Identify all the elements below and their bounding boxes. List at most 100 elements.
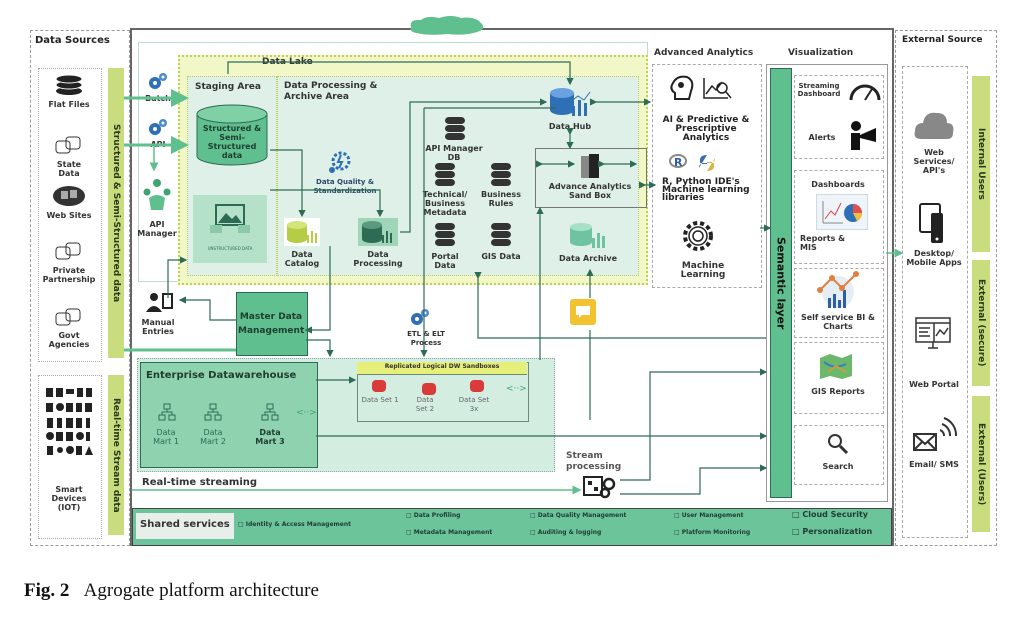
- external-source-title: External Source: [902, 35, 983, 45]
- mdm-to-sandbox: [306, 339, 334, 358]
- stream-to-search: [620, 464, 768, 495]
- external-secure-bar: External (secure): [972, 260, 990, 386]
- data-mart-2: Data Mart 2: [200, 428, 226, 446]
- red-db-icon: [470, 380, 484, 392]
- structured-sources-group: [38, 68, 102, 362]
- data-archive-icon: [568, 220, 608, 250]
- sandboxes-title: Replicated Logical DW Sandboxes: [384, 363, 500, 370]
- etl-line: [424, 107, 556, 356]
- stream-to-viz: [620, 368, 768, 481]
- source-private-partnership: Private Partnership: [42, 266, 96, 284]
- stream-processing-label: Stream processing: [566, 451, 622, 472]
- web-portal-icon: [914, 316, 952, 352]
- external-users-bar: External (Users): [972, 396, 990, 532]
- internal-users-bar: Internal Users: [972, 76, 990, 252]
- data-quality-label: Data Quality & Standardization: [313, 178, 377, 195]
- data-mart-icon: [260, 402, 280, 424]
- manual-to-staging: [167, 256, 188, 298]
- server-icon: [580, 154, 602, 180]
- self-service-label: Self service BI & Charts: [800, 313, 876, 331]
- bi-charts-icon: [812, 270, 864, 310]
- streaming-alerts-group: [794, 75, 884, 159]
- shared-services-title: Shared services: [140, 519, 230, 530]
- gis-data-label: GIS Data: [481, 252, 521, 261]
- connectors: [124, 61, 904, 495]
- python-icon: [698, 154, 716, 172]
- svg-text:R: R: [674, 156, 683, 169]
- data-hub-icon: [548, 86, 592, 118]
- email-sms-label: Email/ SMS: [909, 460, 959, 469]
- streaming-dashboard-label: Streaming Dashboard: [797, 82, 841, 98]
- shared-services-bar: [132, 508, 892, 546]
- tech-metadata-db-icon: [434, 162, 456, 188]
- expand-arrows-icon: <··>: [296, 408, 317, 418]
- red-db-icon: [422, 383, 436, 395]
- data-archive-label: Data Archive: [558, 254, 617, 263]
- database-icon: [52, 240, 86, 262]
- structured-data-cylinder: [196, 104, 268, 166]
- external-source-panel: [895, 30, 997, 546]
- source-smart-devices: Smart Devices (IOT): [51, 485, 87, 512]
- message-icon: [570, 299, 596, 325]
- processing-to-hub: [400, 98, 548, 233]
- etl-label: ETL & ELT Process: [407, 330, 445, 347]
- service-auditing: □ Auditing & logging: [530, 529, 602, 536]
- gauge-icon: [848, 80, 882, 102]
- r-language-icon: R: [669, 154, 687, 170]
- processing-to-mdm: [304, 246, 331, 334]
- cloud-icon: [407, 15, 487, 35]
- master-data-label: Master Data Management: [238, 312, 305, 336]
- gis-reports-group: [794, 342, 884, 414]
- structured-bar: Structured & Semi-Structured data: [108, 68, 124, 358]
- data-hub-label: Data Hub: [548, 122, 592, 131]
- unstructured-data-label: UNSTRUCTURED DATA: [207, 246, 253, 251]
- iot-devices-icon: [44, 385, 94, 457]
- search-label: Search: [822, 462, 854, 471]
- dashboard-chart-icon: [816, 194, 868, 230]
- ai-head-icon: [668, 74, 696, 102]
- api-manager-db-label: API Manager DB: [425, 144, 483, 162]
- portal-data-label: Portal Data: [431, 252, 459, 270]
- service-user-management: □ User Management: [674, 512, 744, 519]
- data-mart-icon: [203, 402, 223, 424]
- web-portal-label: Web Portal: [909, 380, 959, 389]
- reports-mis-label: Reports & MIS: [800, 234, 846, 252]
- data-quality-gear-icon: [328, 150, 352, 174]
- figure-caption: Fig. 2 Agrogate platform architecture: [24, 580, 319, 601]
- service-metadata: □ Metadata Management: [406, 529, 493, 536]
- data-mart-3: Data Mart 3: [255, 428, 285, 446]
- search-group: [794, 425, 884, 485]
- structured-data-label: Structured & Semi-Structured data: [202, 124, 262, 160]
- data-catalog-label: Data Catalog: [284, 250, 320, 268]
- machine-learning-label: Machine Learning: [680, 261, 726, 280]
- source-flat-files: Flat Files: [48, 100, 90, 109]
- service-data-quality: □ Data Quality Management: [530, 512, 627, 519]
- data-sources-title: Data Sources: [35, 35, 110, 46]
- source-web-sites: Web Sites: [46, 211, 92, 220]
- business-rules-label: Business Rules: [481, 190, 521, 208]
- lake-to-viz: [474, 272, 766, 339]
- sandboxes-title-bar: [357, 362, 527, 375]
- data-set-3x: Data Set 3x: [458, 396, 490, 413]
- manual-entries-label: Manual Entries: [141, 318, 175, 336]
- data-processing-icon: [358, 218, 398, 246]
- staging-area-title: Staging Area: [195, 82, 261, 92]
- advanced-analytics-panel: [652, 64, 762, 288]
- ai-analytics-label: AI & Predictive & Prescriptive Analytics: [662, 115, 750, 143]
- realtime-streaming-label: Real-time streaming: [142, 477, 258, 488]
- api-manager-db-icon: [444, 116, 466, 142]
- realtime-bar: Real-time Stream data: [108, 375, 124, 535]
- unstructured-data-tile: [193, 195, 267, 263]
- staging-to-catalog: [270, 149, 306, 218]
- data-processing-label: Data Processing: [353, 250, 403, 268]
- analytics-sandbox: [535, 148, 647, 208]
- manual-entries-icon: [145, 292, 175, 314]
- data-set-1: Data Set 1: [361, 396, 399, 404]
- data-mart-icon: [157, 402, 177, 424]
- visualization-title: Visualization: [788, 48, 854, 58]
- expand-arrows-icon: <··>: [506, 384, 527, 394]
- source-state-data: State Data: [56, 160, 82, 178]
- external-clients-group: [902, 66, 968, 538]
- cloud-service-icon: [912, 108, 956, 142]
- web-services-label: Web Services/ API's: [913, 148, 955, 175]
